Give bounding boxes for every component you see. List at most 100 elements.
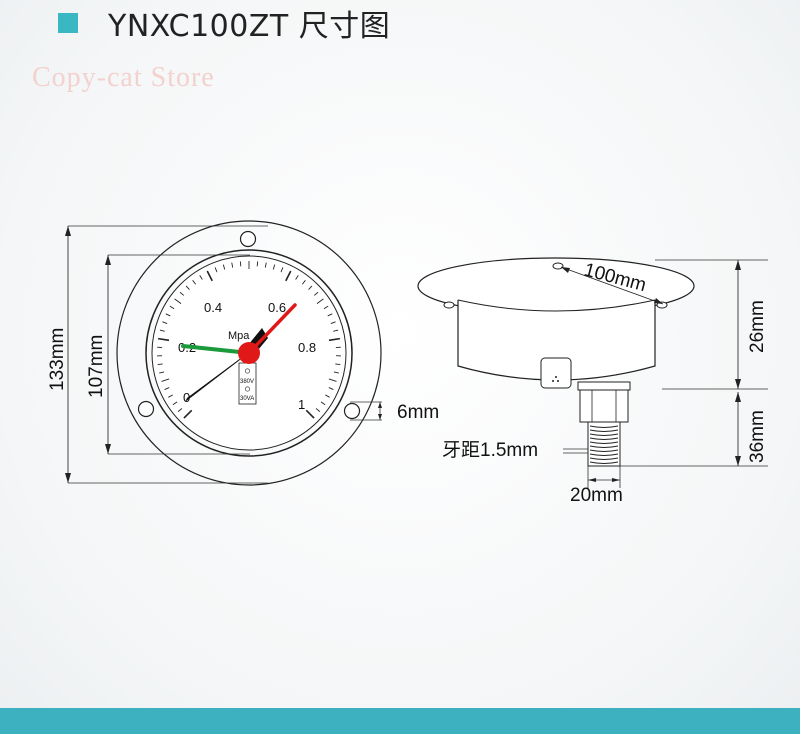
side-hole-top: [552, 262, 564, 270]
needle-red: [247, 303, 297, 355]
dial-tick: [185, 285, 190, 290]
side-hole-left: [443, 301, 455, 309]
dial-tick: [179, 291, 185, 296]
header-square-icon: [58, 13, 78, 33]
scale-label-1: 1: [298, 397, 305, 412]
dim-107-label: 107mm: [86, 335, 107, 398]
front-view: 0 0.2 0.4 0.6 0.8 1 Mpa 380V 30VA 133mm …: [47, 220, 439, 486]
dial-tick: [316, 298, 324, 304]
plate-dot-top: [245, 368, 251, 374]
needle-green: [181, 344, 251, 355]
scale-label-0.8: 0.8: [298, 340, 316, 355]
thread-line: [589, 437, 619, 440]
thread-lines: [589, 425, 619, 464]
dial-tick: [295, 275, 299, 280]
mount-hole-left: [137, 400, 155, 418]
dial-tick: [165, 313, 171, 317]
hex-nut: [579, 389, 629, 423]
dial-ticks: [157, 261, 341, 419]
side-view: 100mm 26mm 36mm 牙距1.5mm: [417, 257, 768, 506]
dim-133-arrow-bottom: [65, 473, 71, 483]
dial-tick: [174, 298, 182, 304]
dial-tick: [335, 363, 341, 365]
dim-36-arrow-top: [735, 392, 741, 402]
dial-tick: [280, 267, 284, 273]
terminal-dot-2: [557, 380, 559, 382]
dim-26-arrow-bottom: [735, 379, 741, 389]
thread-line: [589, 461, 619, 464]
unit-label: Mpa: [228, 330, 250, 342]
mount-hole-right: [343, 402, 361, 420]
dial-tick: [192, 280, 197, 285]
thread-line: [589, 433, 619, 436]
dial-tick: [272, 264, 276, 270]
dim-107-arrow-top: [105, 255, 111, 265]
dial-tick: [325, 394, 330, 398]
dial-tick: [158, 337, 170, 342]
dim-100-arrow-right: [654, 298, 663, 304]
scale-label-0.6: 0.6: [268, 300, 286, 315]
dial-tick: [177, 408, 183, 412]
dim-107-arrow-bottom: [105, 444, 111, 454]
watermark: Copy-cat Store: [32, 62, 215, 93]
page-title: YNXC100ZT 尺寸图: [108, 9, 391, 44]
dim-133-label: 133mm: [47, 328, 68, 391]
scale-label-0: 0: [183, 390, 190, 405]
dim-100-arrow-left: [561, 267, 570, 273]
plate-dot-bottom: [245, 386, 251, 392]
plate-power: 30VA: [240, 396, 254, 402]
dim-133-arrow-top: [65, 226, 71, 236]
nut-collar: [577, 381, 631, 391]
thread-line: [589, 429, 619, 432]
dial-tick: [285, 270, 292, 282]
dim-26-arrow-top: [735, 260, 741, 270]
dial-tick: [313, 291, 319, 296]
dim-6-label: 6mm: [397, 402, 439, 423]
dial-tick: [320, 401, 326, 406]
side-body-rim: [457, 299, 656, 312]
dial-tick: [159, 371, 165, 374]
mount-hole-top: [239, 230, 257, 248]
dial-tick: [164, 387, 170, 390]
dim-20-arrow-right: [612, 478, 620, 482]
front-bezel: [145, 249, 353, 457]
dial-tick: [206, 270, 213, 282]
dim-20-arrow-left: [588, 478, 596, 482]
dial-tick: [308, 285, 313, 290]
terminal-dot-1: [552, 380, 554, 382]
needle-black: [185, 349, 253, 402]
terminal-dot-3: [555, 376, 557, 378]
dial-tick: [172, 401, 178, 406]
needle-hub: [238, 342, 260, 364]
dim-20-label: 20mm: [570, 485, 623, 506]
dial-tick: [159, 329, 165, 332]
thread-line: [589, 449, 619, 452]
front-flange: [116, 220, 382, 486]
dial-tick: [315, 408, 321, 412]
dial-tick: [222, 264, 226, 270]
footer-bar: [0, 708, 800, 734]
dim-pitch-label: 牙距1.5mm: [442, 440, 538, 461]
dim-26-label: 26mm: [747, 300, 768, 353]
dim-36-label: 36mm: [747, 410, 768, 463]
thread-line: [589, 457, 619, 460]
thread-line: [589, 453, 619, 456]
dial-tick: [328, 337, 340, 342]
dial-tick: [333, 371, 339, 374]
dial-tick: [169, 305, 175, 310]
dial-tick: [264, 262, 267, 268]
dial-tick: [168, 394, 173, 398]
thread-line: [589, 445, 619, 448]
dial-tick: [328, 387, 334, 390]
terminal-box: [540, 357, 572, 389]
dim-6-arrow-bottom: [378, 414, 382, 420]
thread-line: [589, 441, 619, 444]
dial-tick: [214, 267, 218, 273]
scale-label-0.4: 0.4: [204, 300, 222, 315]
dial-tick: [301, 280, 306, 285]
plate-voltage: 380V: [240, 379, 254, 385]
dial-tick: [323, 305, 329, 310]
dial-tick: [333, 329, 339, 332]
dial-tick: [157, 363, 163, 365]
